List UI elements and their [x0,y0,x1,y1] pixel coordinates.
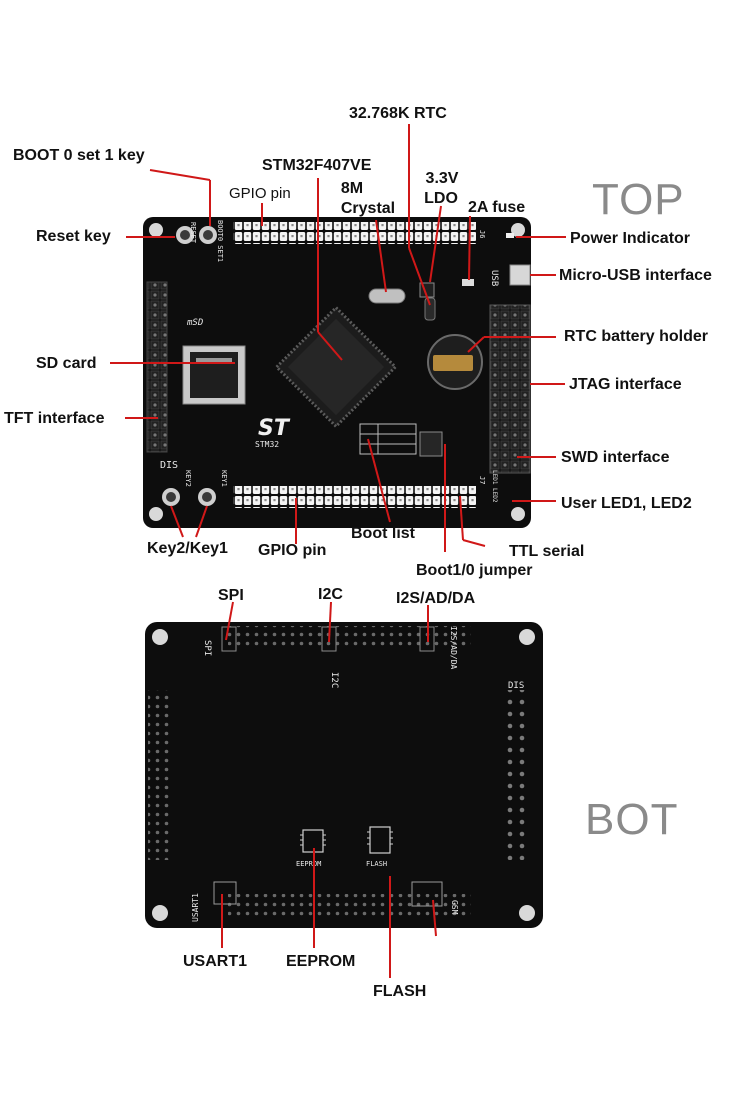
reset-button-graphic [176,226,194,244]
key1-silk: KEY1 [220,470,228,487]
label-flash: FLASH [373,983,427,1000]
leader-fuse [468,215,471,281]
msd-silk: mSD [186,318,203,328]
label-micro-usb: Micro-USB interface [559,267,712,284]
top-heading: TOP [592,175,685,224]
label-crystal-2: Crystal [340,200,396,217]
label-boot-list: Boot list [351,525,415,542]
key2-silk: KEY2 [184,470,192,487]
bot-i2c-silk: I2C [329,672,339,688]
leader-gsm [432,899,437,937]
usart1-pads [213,881,237,905]
flash-footprint [367,826,393,854]
jtag-header [489,304,531,474]
label-power-indicator: Power Indicator [570,230,691,247]
label-jtag: JTAG interface [569,376,682,393]
bottom-dis-pads [506,690,530,860]
label-sd-card: SD card [36,355,97,372]
label-boot0-key: BOOT 0 set 1 key [13,147,145,164]
label-i2c: I2C [318,586,343,603]
gpio-header-bottom [233,486,476,508]
bot-spi-silk: SPI [202,640,212,656]
label-gpio-bottom: GPIO pin [258,542,327,559]
label-spi: SPI [218,587,244,604]
bot-i2s-silk: I2S/AD/DA [449,626,458,670]
label-boot-jumper: Boot1/0 jumper [416,562,533,579]
bottom-pin-col-left [148,690,170,860]
battery-holder [427,334,483,390]
bot-gsm-silk: GSM [450,900,459,915]
label-key2-key1: Key2/Key1 [147,540,228,557]
leader-key2 [170,505,184,538]
bottom-heading: BOT [585,795,679,844]
led-silk: LED1 LED2 [491,470,498,503]
bot-usart1-silk: USART1 [191,893,200,922]
stm32-silk: STM32 [255,440,279,449]
boot-jumper [419,431,443,457]
leader-battery [467,336,485,353]
leader-ttl [462,539,486,547]
label-ldo-1: 3.3V [425,170,459,187]
micro-usb-port [509,264,531,286]
leader-bootlist [367,438,391,523]
j7-silk: J7 [478,476,486,484]
gpio-header-top [233,222,476,244]
bottom-pin-row-top [228,626,471,648]
key2-button-graphic [162,488,180,506]
leader-spi [225,601,234,641]
label-user-led: User LED1, LED2 [561,495,692,512]
tft-header [146,281,168,453]
label-mcu: STM32F407VE [262,157,372,174]
label-crystal-1: 8M [340,180,364,197]
mcu-chip [274,305,398,429]
bottom-pin-row-bottom [228,894,471,916]
key1-button-graphic [198,488,216,506]
bot-flash-silk: FLASH [366,860,387,868]
label-ldo-2: LDO [424,190,458,207]
dis-silk: DIS [160,460,178,471]
label-reset-key: Reset key [36,228,111,245]
boot0-silk: BOOT0 SET1 [216,220,224,262]
label-i2s: I2S/AD/DA [396,590,476,607]
label-tft: TFT interface [4,410,105,427]
leader-crystal [375,219,387,293]
leader-key1 [195,505,208,538]
leader-boot0 [149,169,211,181]
label-fuse: 2A fuse [468,199,526,216]
gsm-pads [411,881,443,907]
power-led [506,233,514,238]
label-rtc-battery: RTC battery holder [564,328,709,345]
label-rtc: 32.768K RTC [349,105,447,122]
bot-eeprom-silk: EEPROM [296,860,321,868]
bot-dis-silk: DIS [508,681,524,691]
leader-i2c [328,601,332,643]
sd-card-slot [182,345,246,405]
st-logo: ST [258,416,291,441]
label-usart1: USART1 [183,953,248,970]
leader-lines [110,124,566,978]
boot0-button-graphic [199,226,217,244]
reset-silk: RESET [189,222,197,244]
crystal [368,288,406,304]
label-gpio-top: GPIO pin [229,185,291,202]
label-eeprom: EEPROM [286,953,356,970]
bottom-pcb [145,622,543,928]
fuse [462,279,474,286]
rtc-crystal [424,297,436,321]
usb-silk: USB [489,270,499,286]
j6-silk: J6 [478,230,486,238]
label-ttl-serial: TTL serial [509,543,585,560]
label-swd: SWD interface [561,449,670,466]
leader-ldo [429,205,442,283]
